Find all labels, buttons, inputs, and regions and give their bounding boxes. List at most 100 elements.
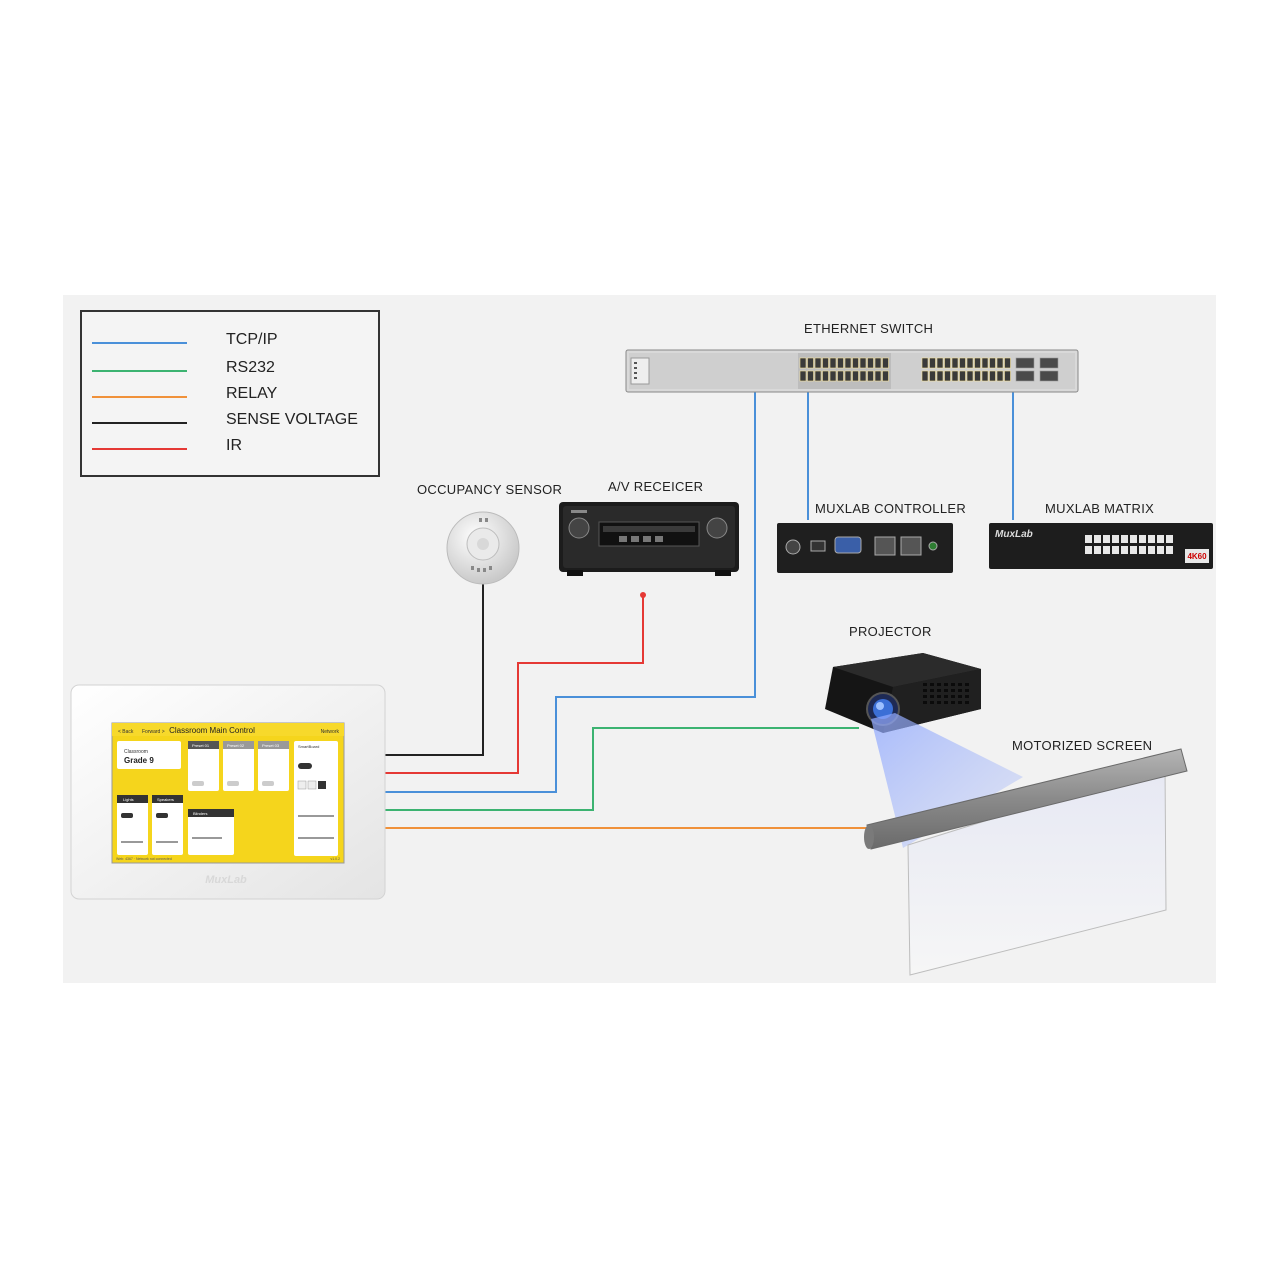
muxlab-controller-label: MUXLAB CONTROLLER: [815, 501, 967, 516]
matrix-logo: MuxLab: [995, 529, 1033, 540]
occupancy-sensor-label: OCCUPANCY SENSOR: [417, 482, 563, 497]
legend-label: SENSE VOLTAGE: [226, 411, 358, 428]
switch-port: [844, 370, 852, 382]
legend-swatch: [92, 396, 187, 398]
matrix-button: [1121, 546, 1128, 554]
sfp-port: [1039, 370, 1059, 382]
tp-room-card: [117, 741, 181, 769]
matrix-button: [1139, 546, 1146, 554]
tp-tile-preset-02[interactable]: Preset 02: [223, 741, 254, 791]
switch-port: [867, 370, 874, 382]
vent-slot: [958, 689, 962, 692]
touch-panel: < Back Forward > Classroom Main Control …: [70, 684, 386, 900]
switch-port: [1004, 370, 1011, 382]
tp-forward-button[interactable]: Forward >: [142, 729, 165, 735]
matrix-button: [1130, 535, 1137, 543]
switch-port: [936, 357, 944, 369]
vent-slot: [958, 701, 962, 704]
legend-item-rs232: RS232: [92, 359, 372, 381]
tp-tile-label: Preset 01: [192, 743, 210, 748]
sfp-port: [1039, 357, 1059, 369]
connection-wires: [385, 390, 1014, 829]
switch-port: [852, 357, 859, 369]
tp-tile-speakers[interactable]: Speakers: [152, 795, 183, 855]
matrix-button: [1148, 546, 1155, 554]
legend-label: TCP/IP: [226, 331, 278, 348]
vent-slot: [930, 689, 934, 692]
ethernet-switch: [625, 349, 1079, 393]
switch-port: [874, 370, 882, 382]
switch-port: [951, 357, 959, 369]
legend-swatch: [92, 448, 187, 450]
tp-tile-blinders[interactable]: Blinders: [188, 809, 234, 855]
tp-tile-label: Speakers: [157, 797, 174, 802]
tp-room-name: Grade 9: [124, 756, 154, 765]
switch-port: [837, 357, 844, 369]
tp-room-label: Classroom: [124, 749, 148, 755]
tp-tile-label: Lights: [123, 797, 134, 802]
vent-slot: [958, 695, 962, 698]
switch-port: [799, 370, 807, 382]
switch-port: [822, 370, 829, 382]
switch-port: [807, 370, 814, 382]
tp-tile-lights[interactable]: Lights: [117, 795, 148, 855]
legend: TCP/IP RS232 RELAY SENSE VOLTAGE IR: [80, 310, 380, 477]
tp-tile-preset-03[interactable]: Preset 03: [258, 741, 289, 791]
vent-slot: [951, 695, 955, 698]
legend-item-relay: RELAY: [92, 385, 372, 407]
av-receiver: [559, 502, 739, 576]
legend-item-ir: IR: [92, 437, 372, 459]
switch-port: [844, 357, 852, 369]
switch-port: [1004, 357, 1011, 369]
matrix-button: [1103, 546, 1110, 554]
vent-slot: [937, 695, 941, 698]
projector-vent: [923, 683, 969, 704]
vent-slot: [944, 683, 948, 686]
wire-ir: [385, 595, 644, 774]
vent-slot: [937, 689, 941, 692]
vent-slot: [951, 701, 955, 704]
switch-port: [799, 357, 807, 369]
vent-slot: [930, 695, 934, 698]
switch-port: [959, 357, 966, 369]
switch-port: [814, 357, 822, 369]
legend-swatch: [92, 422, 187, 424]
projector: [825, 653, 981, 733]
switch-port: [882, 370, 889, 382]
matrix-button: [1157, 546, 1164, 554]
tp-back-button[interactable]: < Back: [118, 729, 134, 735]
vent-slot: [965, 683, 969, 686]
switch-port: [852, 370, 859, 382]
switch-port: [867, 357, 874, 369]
vent-slot: [951, 683, 955, 686]
switch-port: [966, 357, 974, 369]
switch-port: [837, 370, 844, 382]
switch-port: [882, 357, 889, 369]
tp-tile-label: Blinders: [193, 811, 207, 816]
projector-beam: [871, 713, 1023, 848]
wire-sense-voltage: [385, 583, 484, 756]
matrix-button: [1121, 535, 1128, 543]
diagram-panel: TCP/IP RS232 RELAY SENSE VOLTAGE IR ETHE…: [63, 295, 1216, 983]
tp-tile-smartboard[interactable]: SmartBoard: [294, 741, 338, 856]
tp-footer-version: v1.0.2: [330, 857, 340, 861]
motorized-screen-label: MOTORIZED SCREEN: [1012, 738, 1153, 753]
matrix-buttons: [1085, 535, 1173, 554]
switch-port: [814, 370, 822, 382]
vent-slot: [937, 683, 941, 686]
vent-slot: [965, 695, 969, 698]
wire-rs232: [385, 727, 859, 811]
tp-tile-label: Preset 03: [262, 743, 280, 748]
matrix-button: [1148, 535, 1155, 543]
switch-port: [929, 370, 936, 382]
projector-label: PROJECTOR: [849, 624, 932, 639]
motorized-screen: [864, 748, 1188, 976]
tp-tile-preset-01[interactable]: Preset 01: [188, 741, 219, 791]
switch-port: [859, 357, 867, 369]
legend-label: RELAY: [226, 385, 278, 402]
ethernet-switch-label: ETHERNET SWITCH: [804, 321, 934, 336]
switch-port: [974, 370, 981, 382]
vent-slot: [958, 683, 962, 686]
tp-brand-logo: MuxLab: [205, 874, 247, 886]
matrix-button: [1157, 535, 1164, 543]
